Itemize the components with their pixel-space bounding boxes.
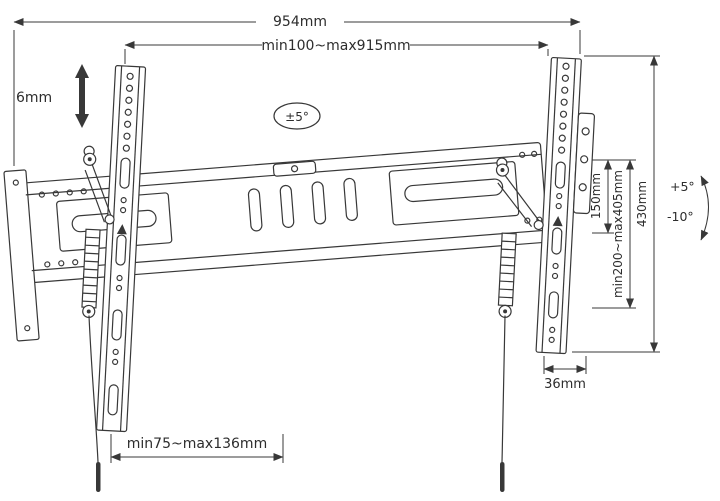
dimension-vertical-hole-range: min200~max405mm bbox=[592, 159, 636, 309]
right-plate-channel-line bbox=[559, 58, 577, 354]
tilt-range-indicator: +5° -10° bbox=[667, 175, 709, 241]
rail-center-slots bbox=[247, 177, 358, 232]
right-tv-bracket bbox=[495, 56, 596, 355]
rail-endcap-holes bbox=[12, 179, 31, 332]
label-wall-distance-range: min75~max136mm bbox=[127, 436, 267, 452]
pull-tip-right bbox=[500, 462, 505, 492]
label-vertical-hole-range: min200~max405mm bbox=[611, 170, 625, 298]
right-bracket-hole-pairs bbox=[548, 192, 563, 343]
bubble-level bbox=[272, 160, 317, 177]
right-side-flange bbox=[572, 112, 596, 215]
left-bracket-plate bbox=[96, 65, 147, 433]
tilt-mechanism-right bbox=[495, 157, 544, 318]
dimension-bracket-height: 430mm bbox=[572, 55, 660, 353]
pull-string-left bbox=[88, 315, 99, 463]
tilt-arc-arrow-icon bbox=[700, 175, 709, 241]
rail-left-endcap bbox=[3, 169, 40, 342]
level-indicator: ±5° bbox=[273, 102, 321, 130]
label-upper-section-height: 150mm bbox=[589, 173, 603, 219]
left-bracket-slots bbox=[107, 157, 131, 416]
tilt-mechanism-left bbox=[81, 145, 115, 319]
label-mount-width-range: min100~max915mm bbox=[261, 38, 410, 54]
label-hook-adjustment: 6mm bbox=[16, 90, 52, 106]
rail-cutout-right bbox=[388, 161, 520, 226]
left-plate-channel-line bbox=[119, 66, 141, 432]
label-level-tolerance: ±5° bbox=[285, 110, 309, 124]
label-tilt-down: -10° bbox=[667, 209, 694, 224]
right-bracket-slots bbox=[547, 161, 566, 319]
left-tv-bracket bbox=[81, 65, 147, 433]
dimension-total-width: 954mm bbox=[13, 14, 581, 166]
label-total-width: 954mm bbox=[273, 14, 327, 30]
pull-string-right bbox=[501, 315, 506, 463]
label-profile-depth: 36mm bbox=[544, 377, 586, 392]
dimension-mount-width-range: min100~max915mm bbox=[124, 38, 549, 64]
up-arrow-icon bbox=[116, 224, 127, 235]
left-bracket-holes bbox=[122, 72, 134, 152]
right-bracket-holes bbox=[558, 62, 570, 154]
dimension-wall-distance-range: min75~max136mm bbox=[110, 434, 284, 463]
dimension-hook-adjustment: 6mm bbox=[16, 64, 89, 128]
label-bracket-height: 430mm bbox=[635, 181, 649, 227]
dimension-upper-section-height: 150mm bbox=[589, 159, 636, 234]
right-plate-channel-line bbox=[541, 57, 559, 353]
dimension-profile-depth: 36mm bbox=[543, 356, 587, 392]
left-bracket-hole-pairs bbox=[112, 197, 127, 365]
adjust-arrow-icon bbox=[75, 64, 89, 128]
left-plate-channel-line bbox=[101, 65, 123, 431]
rail-mounting-holes bbox=[38, 150, 543, 268]
label-tilt-up: +5° bbox=[670, 179, 695, 194]
pull-tip-left bbox=[96, 462, 101, 492]
up-arrow-icon bbox=[552, 216, 563, 227]
